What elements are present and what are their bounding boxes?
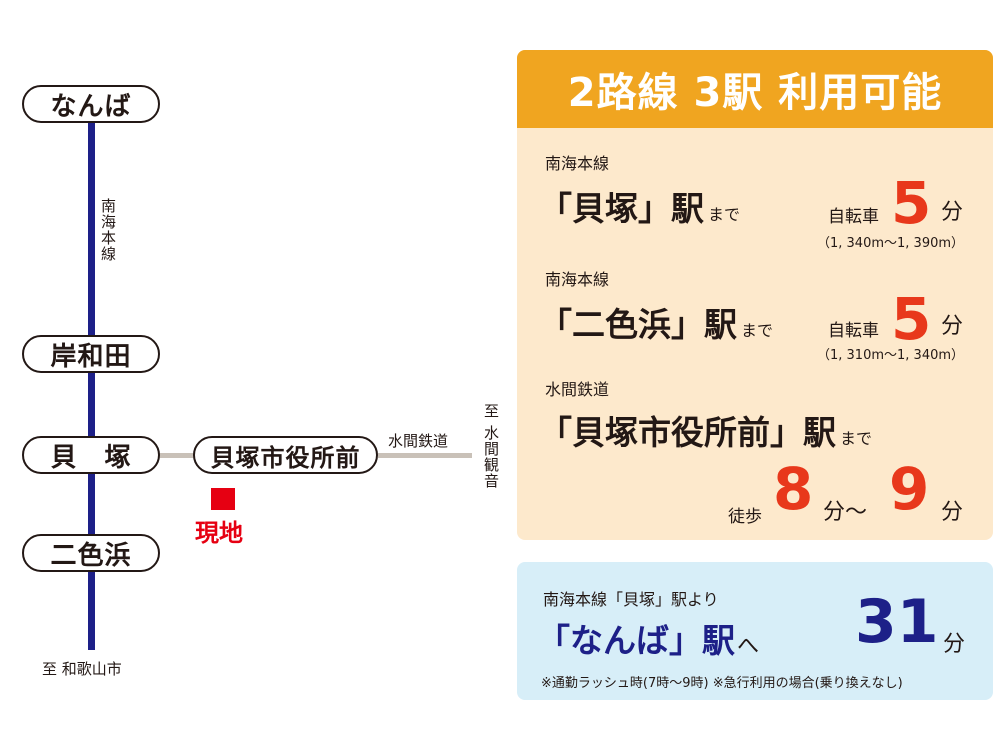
station-access-panel: 2路線 3駅 利用可能 南海本線 「貝塚」駅まで 自転車 5 分 （1, 340… (517, 50, 993, 540)
station-kaizuka: 貝 塚 (22, 436, 160, 474)
route1-mode: 自転車 (828, 207, 879, 227)
route2-minutes: 5 (891, 285, 932, 353)
route1-minutes: 5 (891, 169, 932, 237)
route3-min-to: 9 (889, 455, 930, 523)
access-note: ※通勤ラッシュ時(7時〜9時) ※急行利用の場合(乗り換えなし) (541, 676, 903, 691)
route2-dest-text: 「二色浜」駅 (539, 305, 737, 344)
route1-dest-text: 「貝塚」駅 (539, 189, 704, 228)
mizuma-line-track-left (158, 453, 200, 458)
to-mizuma-kannon-label: 至 水間観音 (482, 403, 500, 489)
access-minutes: 31 (855, 587, 939, 657)
to-wakayama-label: 至 和歌山市 (42, 660, 122, 678)
station-kishiwada: 岸和田 (22, 335, 160, 373)
route1-line: 南海本線 (545, 154, 610, 173)
access-destination: 「なんば」駅 (537, 621, 735, 660)
mizuma-line-track-right (378, 453, 472, 458)
route2-mode: 自転車 (828, 321, 879, 341)
station-namba: なんば (22, 85, 160, 123)
route1-unit: 分 (941, 200, 964, 225)
route3-made: まで (840, 429, 873, 448)
route3-mode: 徒歩 (728, 507, 762, 527)
access-from: 南海本線「貝塚」駅より (543, 590, 719, 609)
site-label: 現地 (195, 519, 243, 547)
route2-distance: （1, 310m〜1, 340m） (817, 348, 965, 363)
route1-distance: （1, 340m〜1, 390m） (817, 236, 965, 251)
route1-destination: 「貝塚」駅まで (539, 182, 740, 230)
route3-min-from: 8 (773, 455, 814, 523)
access-to: へ (737, 634, 760, 659)
route2-made: まで (741, 321, 774, 340)
route1-made: まで (708, 205, 741, 224)
route3-dest-text: 「貝塚市役所前」駅 (539, 413, 836, 452)
station-nishikinohama: 二色浜 (22, 534, 160, 572)
route3-separator: 分〜 (823, 500, 868, 525)
route3-destination: 「貝塚市役所前」駅まで (539, 406, 872, 454)
station-kaizuka-shiyakushomae: 貝塚市役所前 (193, 436, 378, 474)
nankai-line-label: 南海本線 (99, 198, 117, 262)
mizuma-line-label: 水間鉄道 (388, 432, 449, 450)
route2-line: 南海本線 (545, 270, 610, 289)
route2-unit: 分 (941, 314, 964, 339)
route3-unit: 分 (941, 500, 964, 525)
access-unit: 分 (943, 632, 966, 657)
nankai-line-track (88, 120, 95, 650)
panel-title: 2路線 3駅 利用可能 (517, 50, 993, 128)
route3-line: 水間鉄道 (545, 380, 610, 399)
route2-destination: 「二色浜」駅まで (539, 298, 773, 346)
namba-access-panel: 南海本線「貝塚」駅より 「なんば」駅 へ 31 分 ※通勤ラッシュ時(7時〜9時… (517, 562, 993, 700)
site-marker (211, 488, 235, 510)
